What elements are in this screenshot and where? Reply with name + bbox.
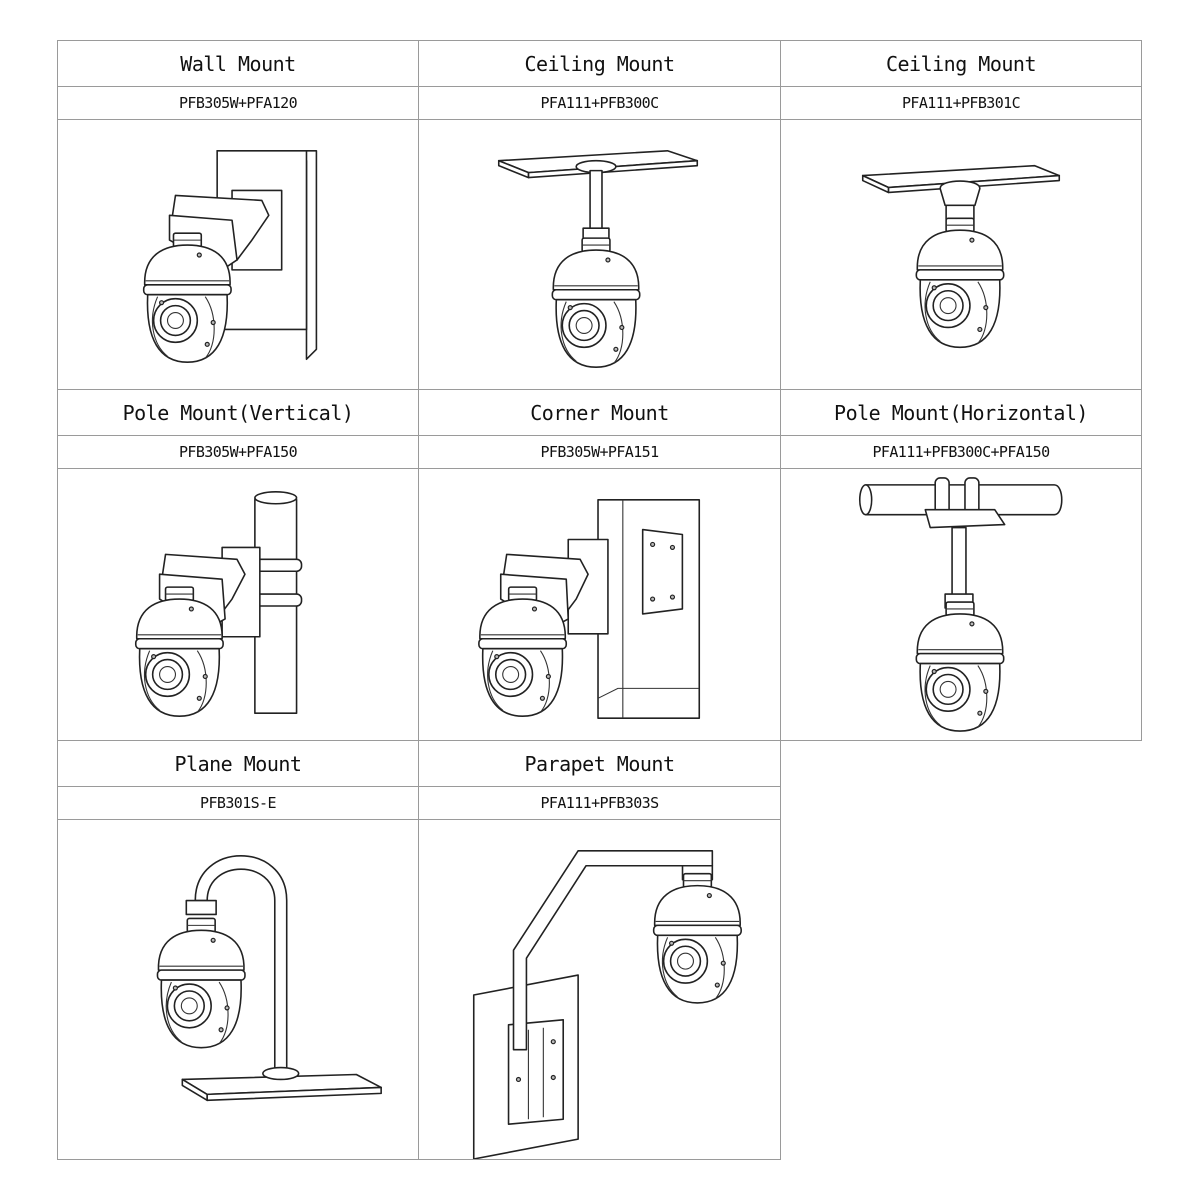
mount-cell-pole-horizontal: Pole Mount(Horizontal) PFA111+PFB300C+PF… — [780, 389, 1142, 741]
pole-horizontal-mount-camera-icon — [781, 470, 1141, 740]
mount-title: Parapet Mount — [419, 741, 780, 787]
parapet-mount-camera-icon — [419, 821, 780, 1159]
mount-model: PFA111+PFB300C — [419, 86, 780, 120]
mount-options-grid: Wall Mount PFB305W+PFA120 Ceiling Mount … — [57, 40, 1142, 1160]
mount-title: Ceiling Mount — [419, 41, 780, 87]
mount-cell-parapet: Parapet Mount PFA111+PFB303S — [418, 740, 781, 1160]
mount-title: Corner Mount — [419, 390, 780, 436]
mount-model: PFB305W+PFA120 — [58, 86, 418, 120]
mount-title: Pole Mount(Vertical) — [58, 390, 418, 436]
ceiling-short-mount-camera-icon — [781, 121, 1141, 389]
ceiling-mount-camera-icon — [419, 121, 780, 389]
mount-cell-pole-vertical: Pole Mount(Vertical) PFB305W+PFA150 — [57, 389, 419, 741]
mount-title: Pole Mount(Horizontal) — [781, 390, 1141, 436]
mount-model: PFB305W+PFA151 — [419, 435, 780, 469]
mount-cell-ceiling: Ceiling Mount PFA111+PFB300C — [418, 40, 781, 390]
wall-mount-camera-icon — [58, 121, 418, 389]
mount-title: Wall Mount — [58, 41, 418, 87]
mount-cell-plane: Plane Mount PFB301S-E — [57, 740, 419, 1160]
mount-title: Plane Mount — [58, 741, 418, 787]
mount-model: PFA111+PFB301C — [781, 86, 1141, 120]
plane-mount-camera-icon — [58, 821, 418, 1159]
mount-model: PFB301S-E — [58, 786, 418, 820]
mount-cell-wall: Wall Mount PFB305W+PFA120 — [57, 40, 419, 390]
mount-cell-ceiling-short: Ceiling Mount PFA111+PFB301C — [780, 40, 1142, 390]
pole-vertical-mount-camera-icon — [58, 470, 418, 740]
mount-title: Ceiling Mount — [781, 41, 1141, 87]
corner-mount-camera-icon — [419, 470, 780, 740]
mount-model: PFA111+PFB300C+PFA150 — [781, 435, 1141, 469]
mount-model: PFA111+PFB303S — [419, 786, 780, 820]
mount-model: PFB305W+PFA150 — [58, 435, 418, 469]
mount-cell-corner: Corner Mount PFB305W+PFA151 — [418, 389, 781, 741]
